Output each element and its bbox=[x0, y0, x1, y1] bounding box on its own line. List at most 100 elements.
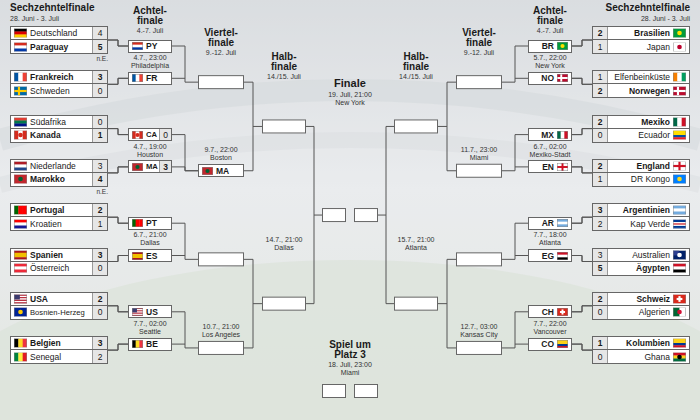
score-number: 0 bbox=[92, 84, 107, 97]
flag-icon bbox=[673, 219, 686, 228]
match-date: 14.7., 21:00 Dallas bbox=[261, 236, 307, 252]
flag-emblem bbox=[18, 177, 23, 182]
team-row: Belgien3 bbox=[10, 336, 108, 350]
team-name: Mexiko bbox=[641, 116, 670, 128]
team-row: Paraguay5 bbox=[10, 40, 108, 54]
flag-border bbox=[14, 131, 27, 140]
flag-border bbox=[14, 87, 27, 96]
flag-border bbox=[132, 340, 143, 348]
team-row: DR Kongo1 bbox=[592, 173, 690, 187]
team-row: Österreich0 bbox=[10, 262, 108, 276]
flag-stripe bbox=[673, 267, 686, 270]
flag-emblem bbox=[205, 169, 209, 173]
flag-stripe bbox=[673, 343, 686, 346]
flag-border bbox=[14, 29, 27, 38]
team-name: Brasilien bbox=[634, 27, 670, 39]
bracket-connector bbox=[572, 344, 592, 350]
bracket-connector bbox=[572, 217, 592, 223]
flag-stripe bbox=[18, 131, 23, 140]
match-date: 9.-12. Juli bbox=[455, 49, 503, 57]
flag-stripe bbox=[14, 267, 27, 270]
round16-slot: PT bbox=[128, 217, 172, 230]
team-row: Niederlande3 bbox=[10, 159, 108, 173]
flag-border bbox=[673, 339, 686, 348]
team-row: Kap Verde2 bbox=[592, 217, 690, 231]
score-number: 4 bbox=[92, 27, 107, 39]
team-code: ES bbox=[146, 250, 157, 261]
bracket-connector bbox=[108, 78, 128, 84]
score-number: 2 bbox=[593, 84, 608, 97]
flag-stripe bbox=[136, 74, 140, 82]
flag-icon bbox=[673, 175, 686, 184]
score-number: 2 bbox=[92, 204, 107, 216]
penalty-note: n.E. bbox=[70, 188, 108, 195]
flag-stripe bbox=[139, 131, 143, 139]
flag-stripe bbox=[673, 355, 686, 358]
score-number: 4 bbox=[92, 173, 107, 186]
flag-border bbox=[132, 75, 143, 83]
team-row: Südafrika0 bbox=[10, 115, 108, 129]
flag-stripe bbox=[677, 73, 682, 82]
round16-slot: MX bbox=[528, 128, 572, 141]
match-date: 6.7., 02:00 Mexiko-Stadt bbox=[527, 143, 573, 159]
team-code: NO bbox=[541, 73, 554, 84]
bracket-connector bbox=[108, 344, 128, 350]
flag-border bbox=[673, 206, 686, 215]
team-row: Argentinien3 bbox=[592, 203, 690, 217]
flag-stripe bbox=[132, 45, 143, 48]
team-code: US bbox=[146, 306, 158, 317]
match-date: 11.7., 23:00 Miami bbox=[455, 146, 503, 162]
flag-border bbox=[673, 219, 686, 228]
flag-icon bbox=[673, 250, 686, 259]
bracket-connector bbox=[572, 217, 592, 223]
flag-border bbox=[673, 295, 686, 304]
flag-stripe bbox=[673, 135, 686, 138]
flag-icon bbox=[14, 352, 27, 361]
flag-cross bbox=[673, 165, 686, 167]
team-name: Spanien bbox=[30, 249, 63, 261]
team-row: Bosnien-Herzeg0 bbox=[10, 306, 108, 320]
match-date: 9.7., 22:00 Boston bbox=[197, 146, 245, 162]
flag-stripe bbox=[18, 352, 23, 361]
team-row: Ägypten5 bbox=[592, 262, 690, 276]
round16-slot: MA3 bbox=[128, 160, 172, 173]
team-row: Senegal2 bbox=[10, 350, 108, 364]
bracket-connector bbox=[108, 40, 128, 46]
team-name: Kap Verde bbox=[630, 217, 670, 230]
team-row: Kolumbien1 bbox=[592, 336, 690, 350]
flag-stripe bbox=[18, 339, 23, 348]
match-date: 5.7., 22:00 New York bbox=[527, 54, 573, 70]
match-date: 15.7., 21:00 Atlanta bbox=[393, 236, 439, 252]
bracket-connector bbox=[108, 217, 128, 223]
flag-border bbox=[132, 252, 143, 260]
bracket-connector bbox=[108, 167, 128, 173]
bracket-connector bbox=[572, 306, 592, 312]
flag-stripe bbox=[202, 167, 213, 175]
team-code: EG bbox=[542, 250, 554, 261]
flag-border bbox=[673, 250, 686, 259]
flag-emblem bbox=[677, 354, 682, 359]
flag-stripe bbox=[14, 308, 27, 317]
flag-border bbox=[673, 308, 686, 317]
flag-stripe bbox=[673, 209, 686, 212]
flag-cross bbox=[557, 166, 568, 168]
flag-field bbox=[14, 86, 27, 95]
flag-field bbox=[557, 163, 568, 171]
flag-stripe bbox=[139, 340, 143, 348]
bracket-connector bbox=[108, 40, 128, 46]
final-heading: Finale bbox=[315, 77, 385, 89]
flag-icon bbox=[673, 308, 686, 317]
flag-icon bbox=[132, 131, 143, 139]
match-date: 18. Juli, 23:00 Miami bbox=[322, 361, 378, 377]
flag-field bbox=[673, 86, 686, 95]
flag-icon bbox=[673, 42, 686, 51]
flag-icon bbox=[673, 339, 686, 348]
match-date: 6.7., 21:00 Dallas bbox=[127, 231, 173, 247]
flag-border bbox=[673, 175, 686, 184]
flag-border bbox=[557, 42, 568, 50]
flag-icon bbox=[673, 117, 686, 126]
flag-border bbox=[673, 352, 686, 361]
team-row: Schweden0 bbox=[10, 84, 108, 98]
